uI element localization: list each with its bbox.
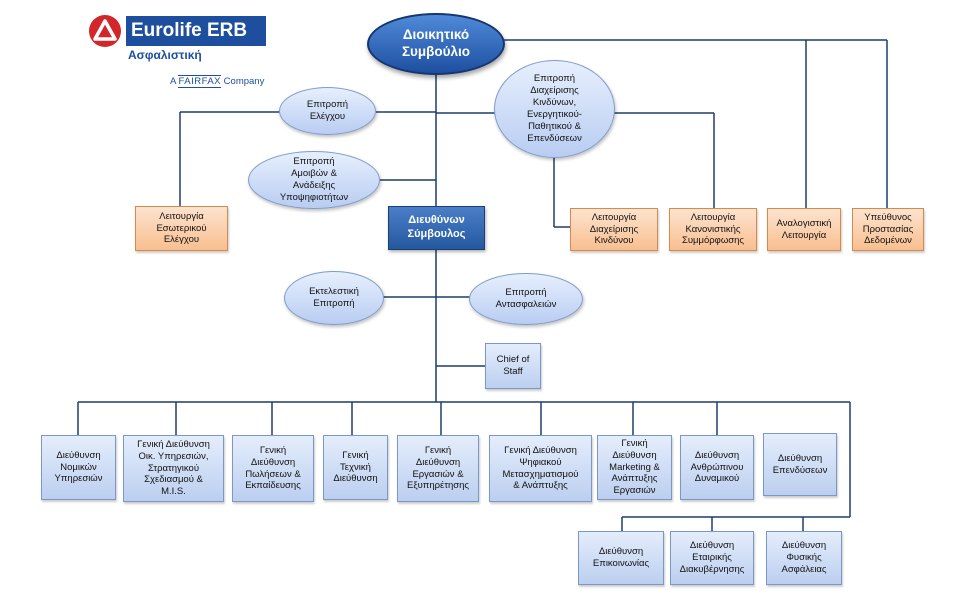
node-communications-division: Διεύθυνση Επικοινωνίας	[578, 531, 664, 585]
node-digital-division: Γενική Διεύθυνση Ψηφιακού Μετασχηματισμο…	[489, 435, 592, 502]
node-hr-division: Διεύθυνση Ανθρώπινου Δυναμικού	[680, 435, 754, 500]
tagline-suffix: Company	[223, 76, 265, 87]
node-marketing-division: Γενική Διεύθυνση Marketing & Ανάπτυξης Ε…	[597, 435, 672, 500]
node-data-protection-officer: Υπεύθυνος Προστασίας Δεδομένων	[852, 208, 924, 251]
node-legal-division: Διεύθυνση Νομικών Υπηρεσιών	[41, 435, 116, 500]
tagline-brand: FAIRFAX	[178, 75, 222, 88]
node-reinsurance-committee: Επιτροπή Αντασφαλειών	[469, 273, 583, 325]
node-risk-committee: Επιτροπή Διαχείρισης Κινδύνων, Ενεργητικ…	[494, 60, 615, 158]
node-finance-division: Γενική Διεύθυνση Οικ. Υπηρεσιών, Στρατηγ…	[123, 435, 224, 502]
node-chief-of-staff: Chief of Staff	[485, 343, 541, 389]
eurolife-logo-icon	[89, 15, 121, 47]
node-executive-committee: Εκτελεστική Επιτροπή	[284, 271, 384, 325]
node-ceo: Διευθύνων Σύμβουλος	[388, 206, 485, 250]
node-internal-audit: Λειτουργία Εσωτερικού Ελέγχου	[135, 206, 228, 251]
company-logo: Eurolife ERB Ασφαλιστική A FAIRFAX Compa…	[88, 14, 273, 92]
node-governance-division: Διεύθυνση Εταιρικής Διακυβέρνησης	[670, 531, 754, 585]
node-sales-division: Γενική Διεύθυνση Πωλήσεων & Εκπαίδευσης	[232, 435, 314, 502]
node-operations-division: Γενική Διεύθυνση Εργασιών & Εξυπηρέτησης	[397, 435, 479, 502]
node-risk-management: Λειτουργία Διαχείρισης Κινδύνου	[570, 208, 658, 251]
node-remuneration-committee: Επιτροπή Αμοιβών & Ανάδειξης Υποψηφιοτήτ…	[248, 151, 380, 209]
brand-subtitle: Ασφαλιστική	[128, 48, 202, 62]
node-technical-division: Γενική Τεχνική Διεύθυνση	[323, 435, 388, 500]
tagline-prefix: A	[170, 76, 176, 87]
node-compliance: Λειτουργία Κανονιστικής Συμμόρφωσης	[669, 208, 757, 251]
brand-name: Eurolife ERB	[126, 16, 266, 46]
node-investments-division: Διεύθυνση Επενδύσεων	[763, 433, 837, 496]
node-physical-security-division: Διεύθυνση Φυσικής Ασφάλειας	[766, 531, 842, 585]
node-audit-committee: Επιτροπή Ελέγχου	[279, 87, 376, 135]
node-board-of-directors: Διοικητικό Συμβούλιο	[367, 13, 505, 75]
node-actuarial: Αναλογιστική Λειτουργία	[767, 208, 841, 251]
brand-tagline: A FAIRFAX Company	[170, 75, 265, 88]
